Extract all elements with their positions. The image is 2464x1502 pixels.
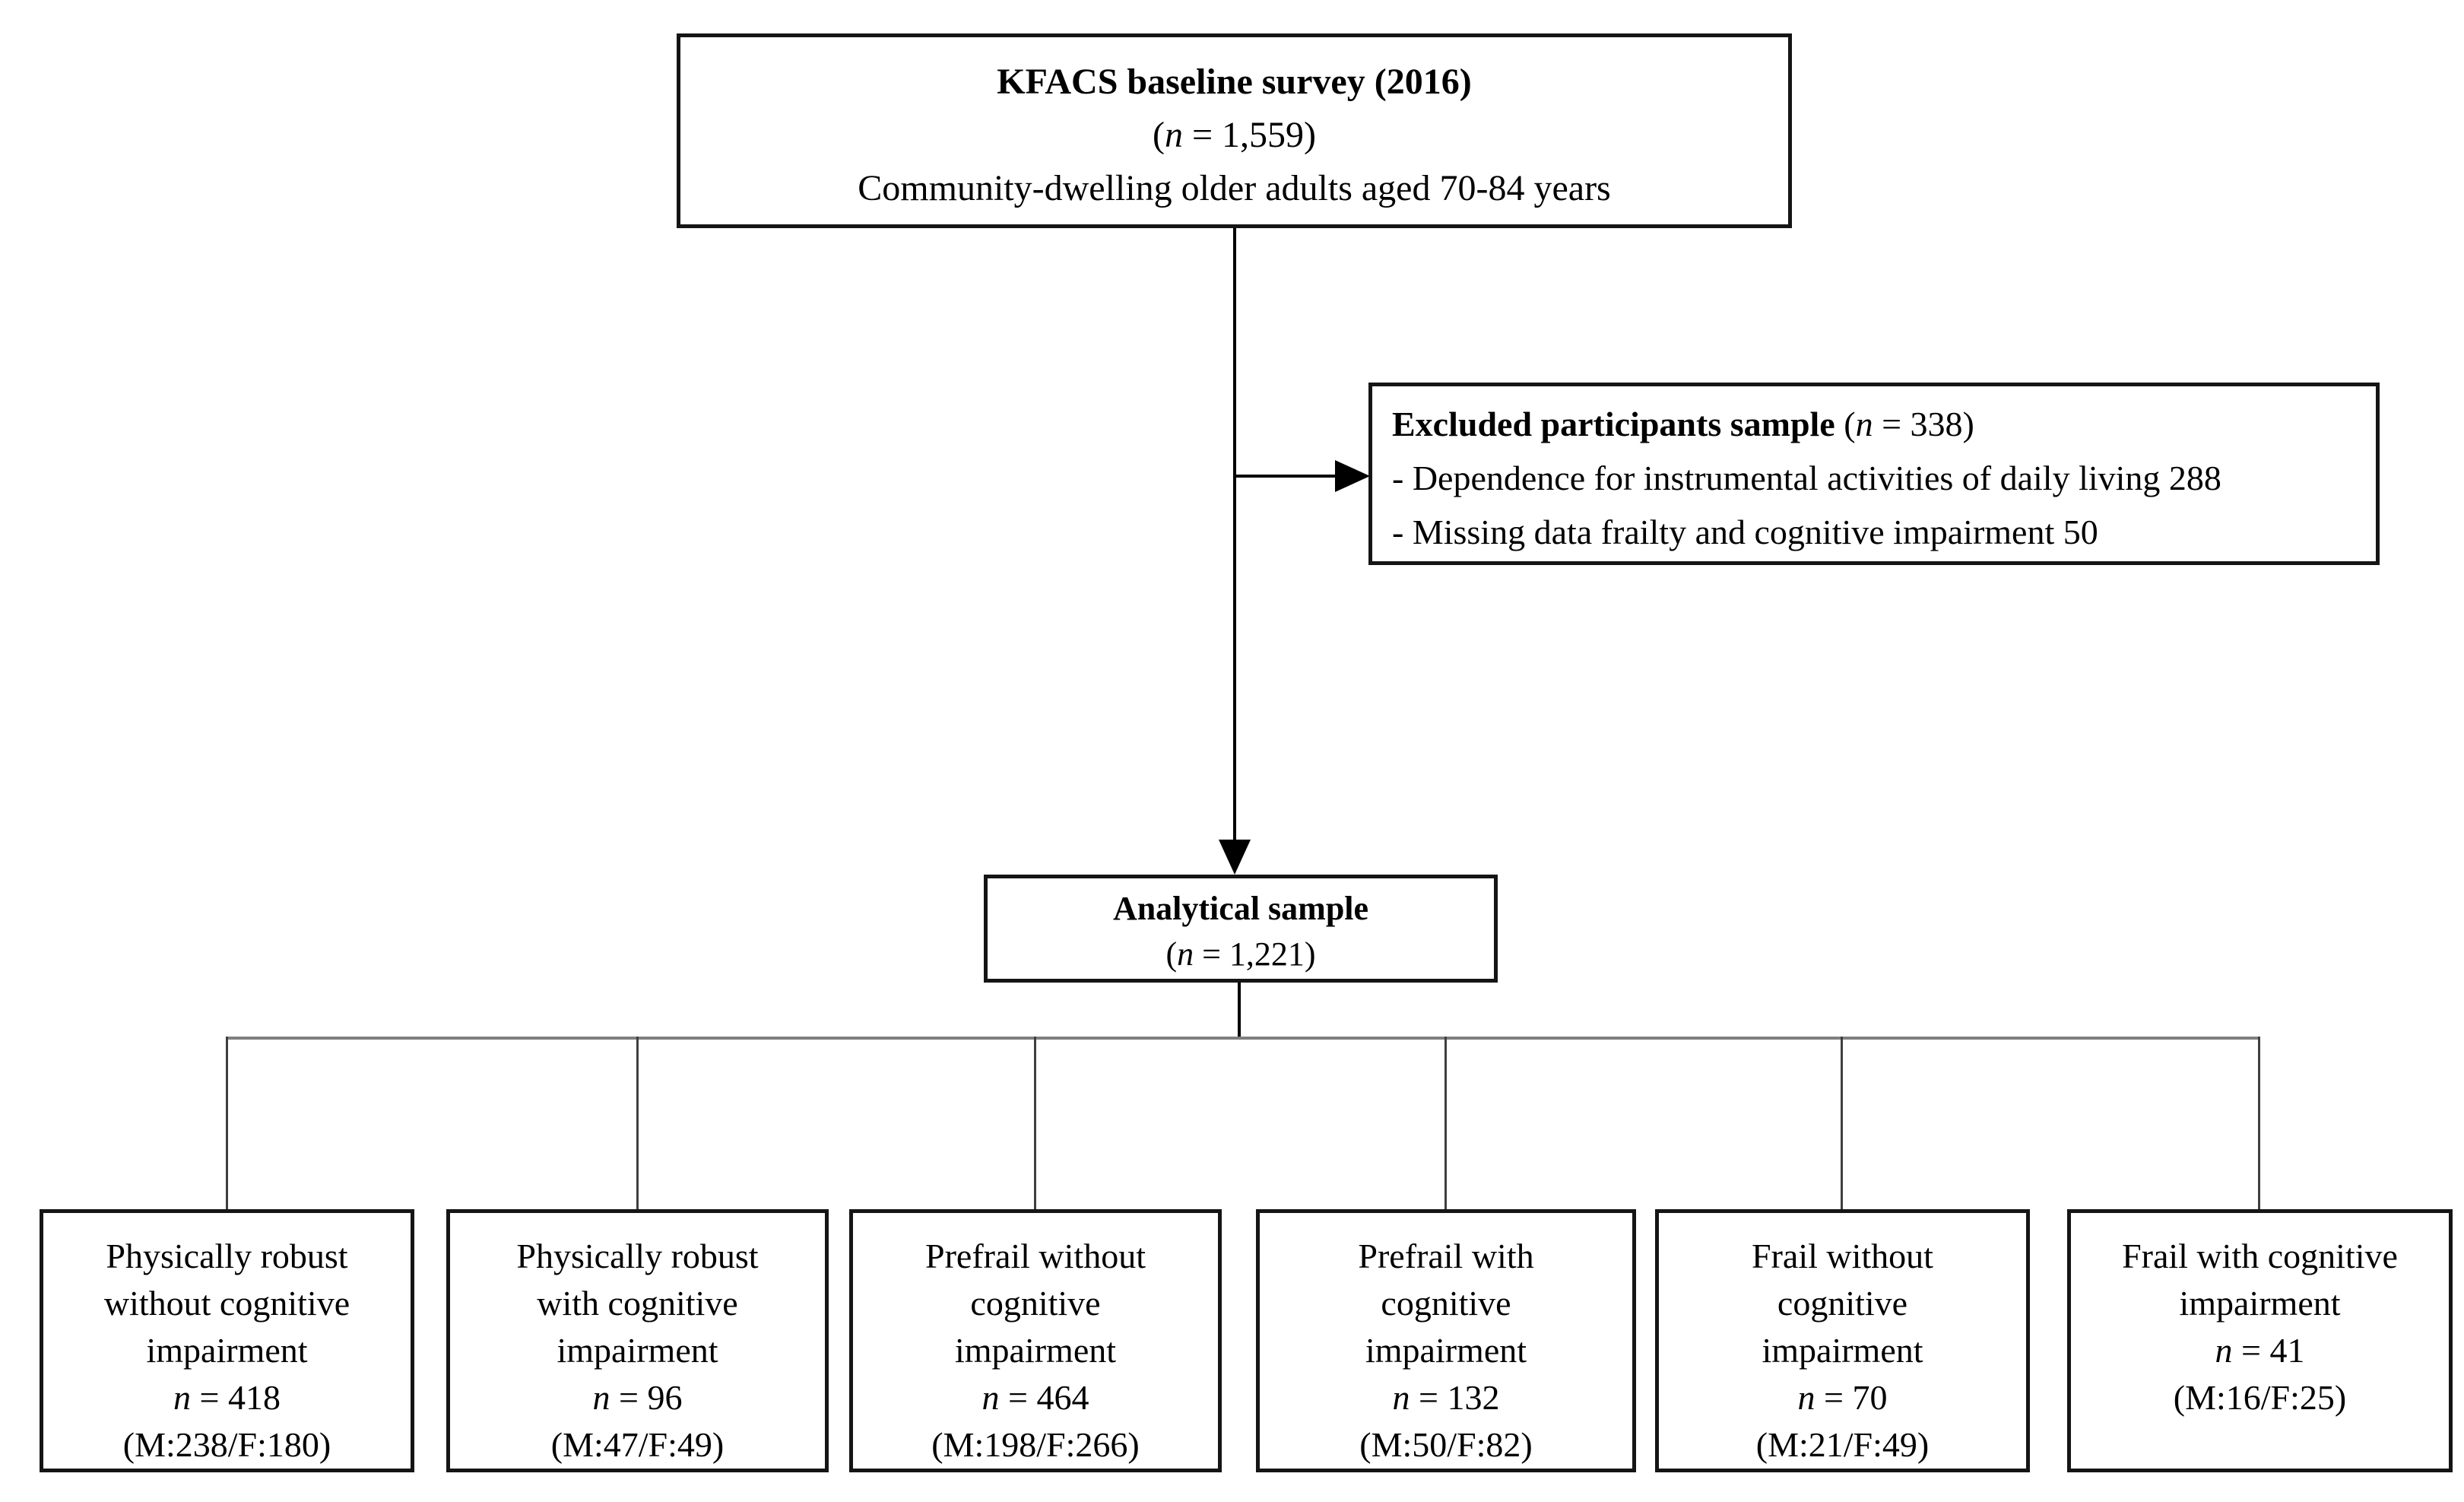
outcome-sex-split: (M:238/F:180) — [122, 1425, 331, 1464]
drop-connector-line — [1444, 1037, 1447, 1211]
outcome-sex-split: (M:50/F:82) — [1359, 1425, 1533, 1464]
drop-connector-line — [1034, 1037, 1036, 1211]
outcome-group-label: Physically robust without cognitive impa… — [103, 1237, 350, 1370]
outcome-sex-split: (M:47/F:49) — [550, 1425, 725, 1464]
baseline-survey-n: (n = 1,559) — [1152, 115, 1317, 155]
outcome-group-label: Frail with cognitive impairment — [2122, 1237, 2398, 1323]
drop-connector-line — [1841, 1037, 1843, 1211]
excluded-reason-item: - Missing data frailty and cognitive imp… — [1392, 513, 2098, 551]
excluded-title-line: Excluded participants sample (n = 338) — [1392, 405, 1974, 443]
arrowhead-right-icon — [1335, 460, 1370, 492]
outcome-n-value: n = 132 — [1392, 1378, 1500, 1417]
outcome-box-robust-without-ci: Physically robust without cognitive impa… — [40, 1209, 414, 1472]
outcome-group-label: Prefrail without cognitive impairment — [925, 1237, 1146, 1370]
baseline-survey-title: KFACS baseline survey (2016) — [997, 62, 1472, 102]
baseline-survey-box: KFACS baseline survey (2016) (n = 1,559)… — [677, 33, 1792, 228]
outcome-n-value: n = 70 — [1797, 1378, 1888, 1417]
stem-connector-line — [1233, 228, 1236, 844]
outcome-box-frail-without-ci: Frail without cognitive impairment n = 7… — [1655, 1209, 2030, 1472]
outcome-sex-split: (M:21/F:49) — [1755, 1425, 1930, 1464]
analytical-sample-n: (n = 1,221) — [1165, 935, 1316, 973]
excluded-participants-box: Excluded participants sample (n = 338) -… — [1368, 383, 2380, 565]
exclusion-branch-line — [1235, 475, 1338, 478]
outcome-n-value: n = 96 — [592, 1378, 683, 1417]
outcome-group-label: Physically robust with cognitive impairm… — [516, 1237, 759, 1370]
drop-connector-line — [2258, 1037, 2260, 1211]
outcome-box-frail-with-ci: Frail with cognitive impairment n = 41 (… — [2067, 1209, 2453, 1472]
drop-connector-line — [636, 1037, 639, 1211]
outcome-n-value: n = 464 — [981, 1378, 1089, 1417]
drop-connector-line — [226, 1037, 228, 1211]
baseline-survey-subtitle: Community-dwelling older adults aged 70-… — [858, 168, 1611, 208]
outcome-box-prefrail-with-ci: Prefrail with cognitive impairment n = 1… — [1256, 1209, 1636, 1472]
outcome-sex-split: (M:16/F:25) — [2173, 1378, 2347, 1417]
excluded-reason-item: - Dependence for instrumental activities… — [1392, 459, 2221, 497]
distributor-line — [226, 1037, 2260, 1040]
outcome-sex-split: (M:198/F:266) — [931, 1425, 1140, 1464]
analytical-sample-box: Analytical sample (n = 1,221) — [984, 875, 1498, 983]
analytical-stem-line — [1238, 983, 1241, 1040]
outcome-box-robust-with-ci: Physically robust with cognitive impairm… — [446, 1209, 829, 1472]
outcome-n-value: n = 41 — [2215, 1331, 2305, 1370]
outcome-box-prefrail-without-ci: Prefrail without cognitive impairment n … — [849, 1209, 1222, 1472]
outcome-n-value: n = 418 — [173, 1378, 281, 1417]
arrowhead-down-icon — [1219, 840, 1251, 875]
outcome-group-label: Prefrail with cognitive impairment — [1358, 1237, 1534, 1370]
outcome-group-label: Frail without cognitive impairment — [1752, 1237, 1933, 1370]
analytical-sample-title: Analytical sample — [1112, 890, 1369, 927]
